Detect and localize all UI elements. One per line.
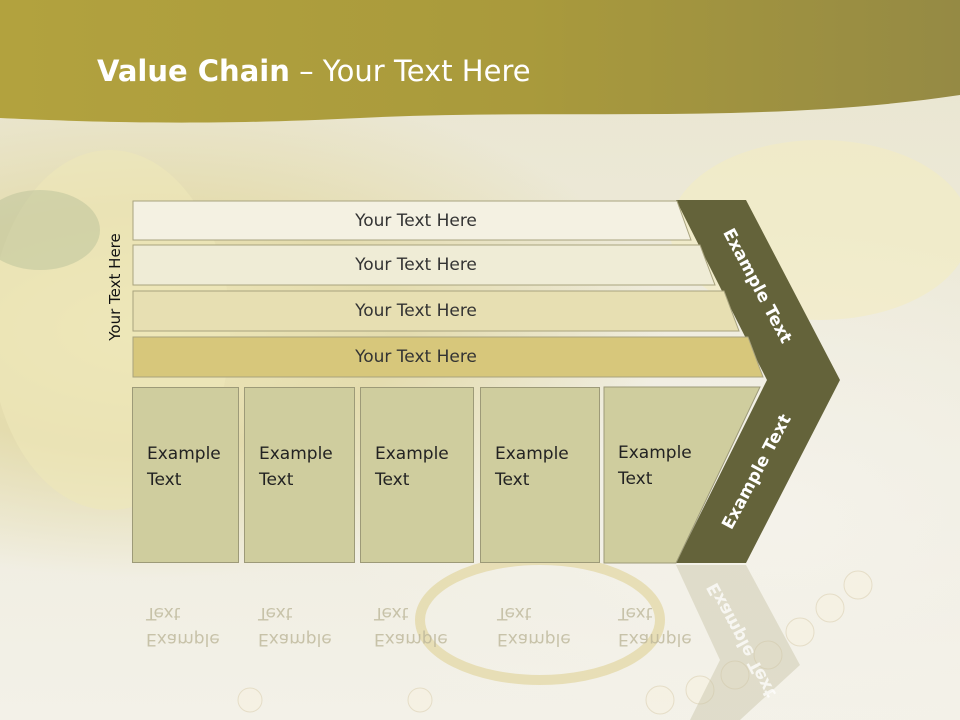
box-4-line2: Text bbox=[495, 470, 530, 490]
box-4-line1: Example bbox=[495, 444, 569, 464]
box-1-line1: Example bbox=[147, 444, 221, 464]
leaf-shape bbox=[0, 190, 100, 270]
box-1: Example Text bbox=[132, 387, 239, 563]
row-2: Your Text Here bbox=[355, 255, 477, 275]
slide-title: Value Chain – Your Text Here bbox=[97, 54, 531, 88]
row-shape-1 bbox=[132, 200, 692, 241]
box-4: Example Text bbox=[480, 387, 600, 563]
box-shape-5 bbox=[603, 386, 761, 564]
box-2: Example Text bbox=[244, 387, 355, 563]
box-5-line1: Example bbox=[618, 443, 692, 463]
box-2-line1: Example bbox=[259, 444, 333, 464]
box-3: Example Text bbox=[360, 387, 474, 563]
title-bold: Value Chain bbox=[97, 54, 290, 88]
row-1: Your Text Here bbox=[355, 210, 477, 231]
row-3: Your Text Here bbox=[355, 301, 477, 321]
title-rest: – Your Text Here bbox=[289, 54, 531, 88]
row-shape-4 bbox=[132, 336, 764, 378]
box-5-line2: Text bbox=[618, 469, 653, 489]
row-shape-3 bbox=[132, 290, 740, 332]
side-label: Your Text Here bbox=[106, 233, 124, 341]
header-band bbox=[0, 0, 960, 123]
chevron-arrow bbox=[676, 200, 840, 563]
box-3-line1: Example bbox=[375, 444, 449, 464]
box-5: Example Text bbox=[604, 387, 724, 563]
row-shape-2 bbox=[132, 244, 716, 286]
row-4: Your Text Here bbox=[355, 347, 477, 367]
box-1-line2: Text bbox=[147, 470, 182, 490]
chevron-reflection bbox=[676, 565, 800, 720]
pearl-string bbox=[237, 570, 873, 715]
box-3-line2: Text bbox=[375, 470, 410, 490]
box-2-line2: Text bbox=[259, 470, 294, 490]
